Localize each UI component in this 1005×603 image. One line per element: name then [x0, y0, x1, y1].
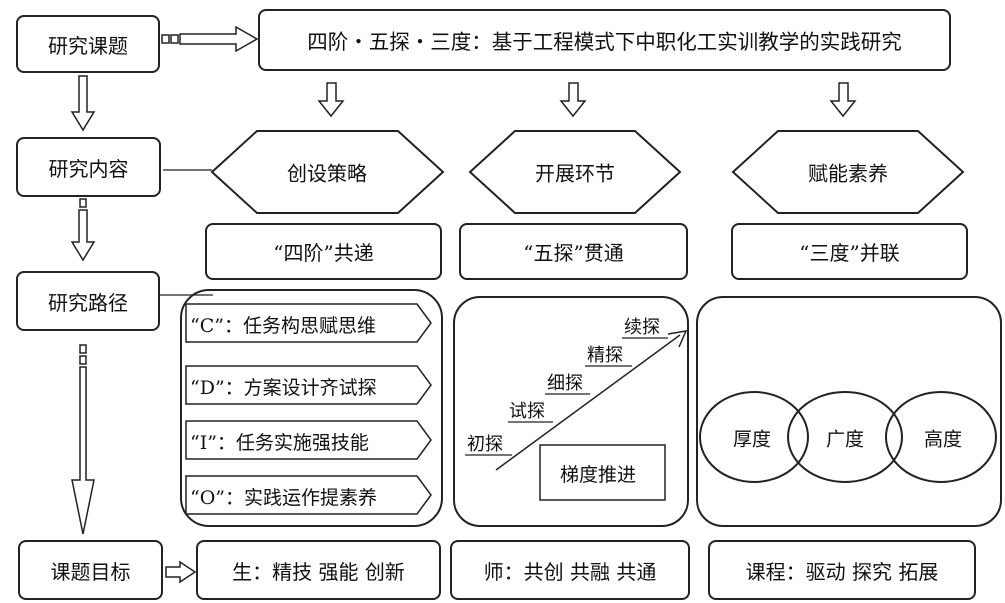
arrow-goal-right [165, 560, 197, 584]
arrow-left-2-cap [79, 198, 87, 208]
title-box: 四阶・五探・三度：基于工程模式下中职化工实训教学的实践研究 [258, 9, 951, 71]
circle-label-height: 高度 [923, 428, 963, 451]
arrow-left-3-cap1 [79, 344, 87, 354]
sub-box-four-stage: “四阶”共递 [205, 223, 442, 280]
cdio-text-i: “I”：任务实施强技能 [190, 432, 369, 454]
stair-label-2: 试探 [509, 401, 545, 422]
cdio-arrow-o [185, 475, 432, 515]
stair-label-4: 精探 [587, 345, 623, 366]
goal-label-student: 生：精技 强能 创新 [232, 559, 405, 584]
circle-label-breadth: 广度 [825, 428, 865, 451]
sub-label-five-explore: “五探”贯通 [523, 241, 624, 265]
hexagon-literacy [731, 130, 965, 214]
path-box: 研究路径 [16, 271, 160, 331]
sub-label-three-degree: “三度”并联 [799, 241, 900, 265]
hexagon-strategy [210, 130, 445, 214]
content-label: 研究内容 [48, 156, 129, 181]
circle-breadth [787, 391, 903, 483]
goal-label-teacher: 师：共创 共融 共通 [483, 559, 657, 584]
title-text: 四阶・五探・三度：基于工程模式下中职化工实训教学的实践研究 [307, 30, 902, 54]
arrow-left-3-cap2 [79, 355, 87, 365]
progress-box [539, 444, 666, 501]
topic-box: 研究课题 [16, 15, 160, 73]
progress-diagonal-line [495, 334, 681, 471]
arrow-left-2 [70, 209, 96, 262]
cdio-text-c: “C”：任务构思赋思维 [190, 315, 376, 337]
sub-box-five-explore: “五探”贯通 [459, 223, 688, 280]
progress-label: 梯度推进 [560, 464, 637, 486]
cdio-arrow-i [185, 420, 432, 460]
goal-box-course: 课程：驱动 探究 拓展 [708, 540, 976, 600]
topic-label: 研究课题 [48, 33, 128, 58]
goal-box-teacher: 师：共创 共融 共通 [450, 540, 690, 600]
circle-height [885, 391, 997, 483]
path-label: 研究路径 [48, 290, 128, 315]
hexagon-literacy-label: 赋能素养 [808, 161, 888, 186]
goal-box-student: 生：精技 强能 创新 [196, 540, 441, 600]
arrow-topic-to-title [161, 25, 259, 53]
cdio-text-o: “O”：实践运作提素养 [190, 487, 378, 509]
arrow-down-1 [317, 82, 345, 118]
arrow-down-2 [559, 82, 587, 118]
circle-thickness [699, 391, 809, 483]
stair-label-3: 细探 [547, 373, 583, 394]
cdio-arrow-c [185, 303, 432, 343]
goal-label: 课题目标 [50, 559, 131, 584]
stair-label-1: 初探 [467, 434, 503, 455]
circle-panel [696, 296, 1002, 527]
cdio-panel [180, 289, 443, 527]
hexagon-stage-label: 开展环节 [535, 161, 615, 186]
circle-label-thickness: 厚度 [732, 428, 772, 451]
progress-arrowhead [667, 330, 688, 348]
arrow-left-3 [71, 366, 95, 535]
goal-label-course: 课程：驱动 探究 拓展 [745, 559, 939, 584]
arrow-down-3 [829, 82, 857, 118]
arrow-left-1 [70, 75, 96, 132]
hexagon-stage [468, 130, 682, 214]
content-box: 研究内容 [16, 137, 161, 197]
cdio-arrow-d [185, 365, 432, 405]
stair-label-5: 续探 [624, 317, 660, 338]
hexagon-strategy-label: 创设策略 [287, 161, 367, 186]
goal-box: 课题目标 [18, 540, 163, 600]
stair-panel [453, 296, 689, 527]
sub-label-four-stage: “四阶”共递 [273, 241, 374, 265]
sub-box-three-degree: “三度”并联 [731, 223, 968, 280]
cdio-text-d: “D”：方案设计齐试探 [190, 377, 377, 399]
